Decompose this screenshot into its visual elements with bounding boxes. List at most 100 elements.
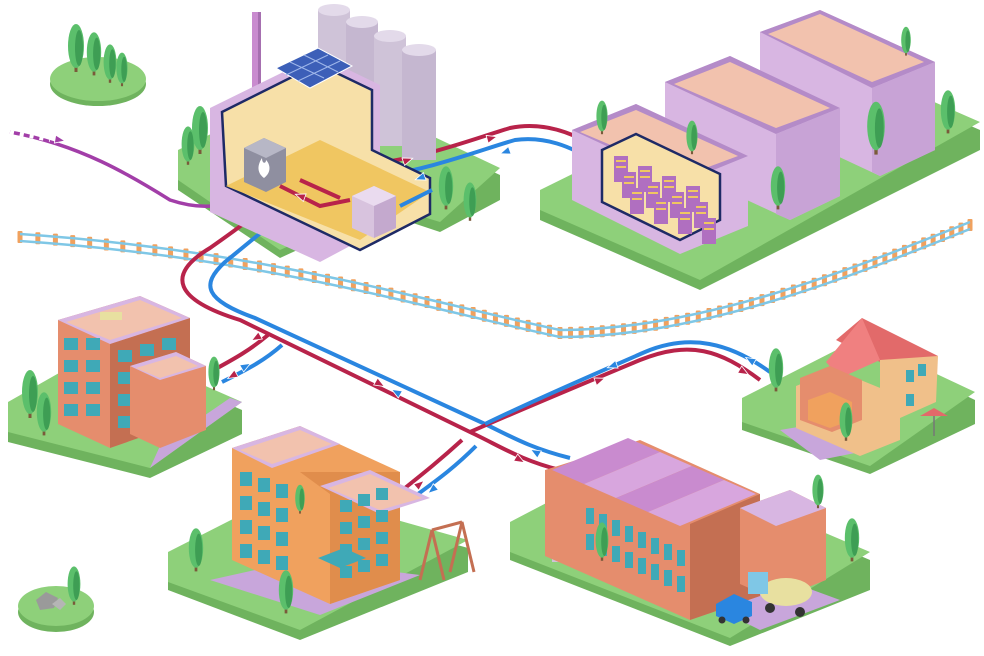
rack-led (640, 176, 650, 178)
window (258, 502, 270, 516)
rack-led (632, 192, 642, 194)
rack-led (632, 198, 642, 200)
window (276, 556, 288, 570)
flow-arrow-icon (485, 134, 498, 144)
rack-led (680, 212, 690, 214)
tree (22, 370, 38, 418)
tree (278, 570, 294, 614)
flow-arrow-icon (373, 377, 386, 388)
gas-pipe-dash (9, 130, 51, 142)
heat-exchanger (352, 186, 396, 238)
window (677, 576, 685, 592)
rack-led (664, 180, 674, 182)
window (664, 570, 672, 586)
parked-car (716, 594, 752, 624)
swing-set (418, 520, 476, 581)
tree (68, 24, 84, 72)
roof-vent (100, 312, 122, 320)
flow-arrow-icon (53, 134, 66, 144)
house-windows (906, 364, 926, 406)
rack-led (688, 190, 698, 192)
rack-led (680, 218, 690, 220)
tree (438, 166, 454, 210)
tree (36, 392, 52, 436)
rocks (36, 592, 66, 610)
rack-led (696, 212, 706, 214)
window (86, 360, 100, 372)
datacenter-building-back (760, 10, 935, 176)
window (638, 532, 646, 548)
window (612, 546, 620, 562)
tree (901, 26, 911, 56)
window (64, 338, 78, 350)
plant-boiler (244, 138, 286, 192)
flow-arrows (53, 134, 757, 494)
window (638, 558, 646, 574)
flame-icon (258, 158, 270, 178)
railway (17, 219, 973, 339)
flow-arrow-icon (250, 331, 263, 342)
patio-umbrella (920, 408, 948, 436)
window (677, 550, 685, 566)
rack-led (648, 192, 658, 194)
flow-arrow-icon (294, 193, 307, 203)
rack-led (672, 202, 682, 204)
tree (867, 101, 885, 155)
window (599, 514, 607, 530)
window (140, 344, 154, 356)
factory-sawtooth-roof (552, 438, 756, 526)
window (358, 494, 370, 506)
rack-led (648, 186, 658, 188)
trees (22, 24, 956, 614)
window (612, 520, 620, 536)
rack-led (624, 176, 634, 178)
supply-pipe-school (403, 438, 464, 490)
window (358, 516, 370, 528)
return-pipe-house (484, 340, 772, 426)
window (586, 508, 594, 524)
tree (940, 90, 956, 134)
factory (545, 438, 826, 624)
window (64, 404, 78, 416)
tree (116, 52, 128, 87)
rack-led (656, 208, 666, 210)
rack-led (656, 202, 666, 204)
tree (103, 44, 117, 83)
tree (192, 106, 208, 154)
tree (839, 402, 853, 441)
window (240, 520, 252, 534)
rack-led (688, 196, 698, 198)
tree (67, 566, 81, 605)
flow-arrow-icon (239, 362, 252, 373)
tree (844, 518, 860, 562)
window (118, 416, 132, 428)
return-pipe-datacenter (369, 137, 598, 180)
server-hall (572, 104, 748, 254)
tree (188, 528, 204, 572)
window (376, 554, 388, 566)
flow-arrow-icon (427, 483, 440, 494)
server-rack-icon (630, 188, 644, 214)
window (625, 526, 633, 542)
window (118, 350, 132, 362)
server-rack-icon (654, 198, 668, 224)
window (64, 382, 78, 394)
rail-left (19, 220, 971, 332)
window (86, 338, 100, 350)
window (86, 404, 100, 416)
window (276, 508, 288, 522)
solar-panel-icon (274, 47, 354, 89)
flow-arrow-icon (737, 365, 750, 376)
rack-led (616, 166, 626, 168)
tree (596, 100, 608, 135)
rail-right (19, 227, 971, 339)
rack-led (640, 170, 650, 172)
window (258, 526, 270, 540)
rack-led (672, 196, 682, 198)
flow-arrow-icon (390, 388, 403, 399)
window (86, 382, 100, 394)
flow-arrow-icon (414, 171, 427, 181)
window (358, 560, 370, 572)
window (376, 510, 388, 522)
